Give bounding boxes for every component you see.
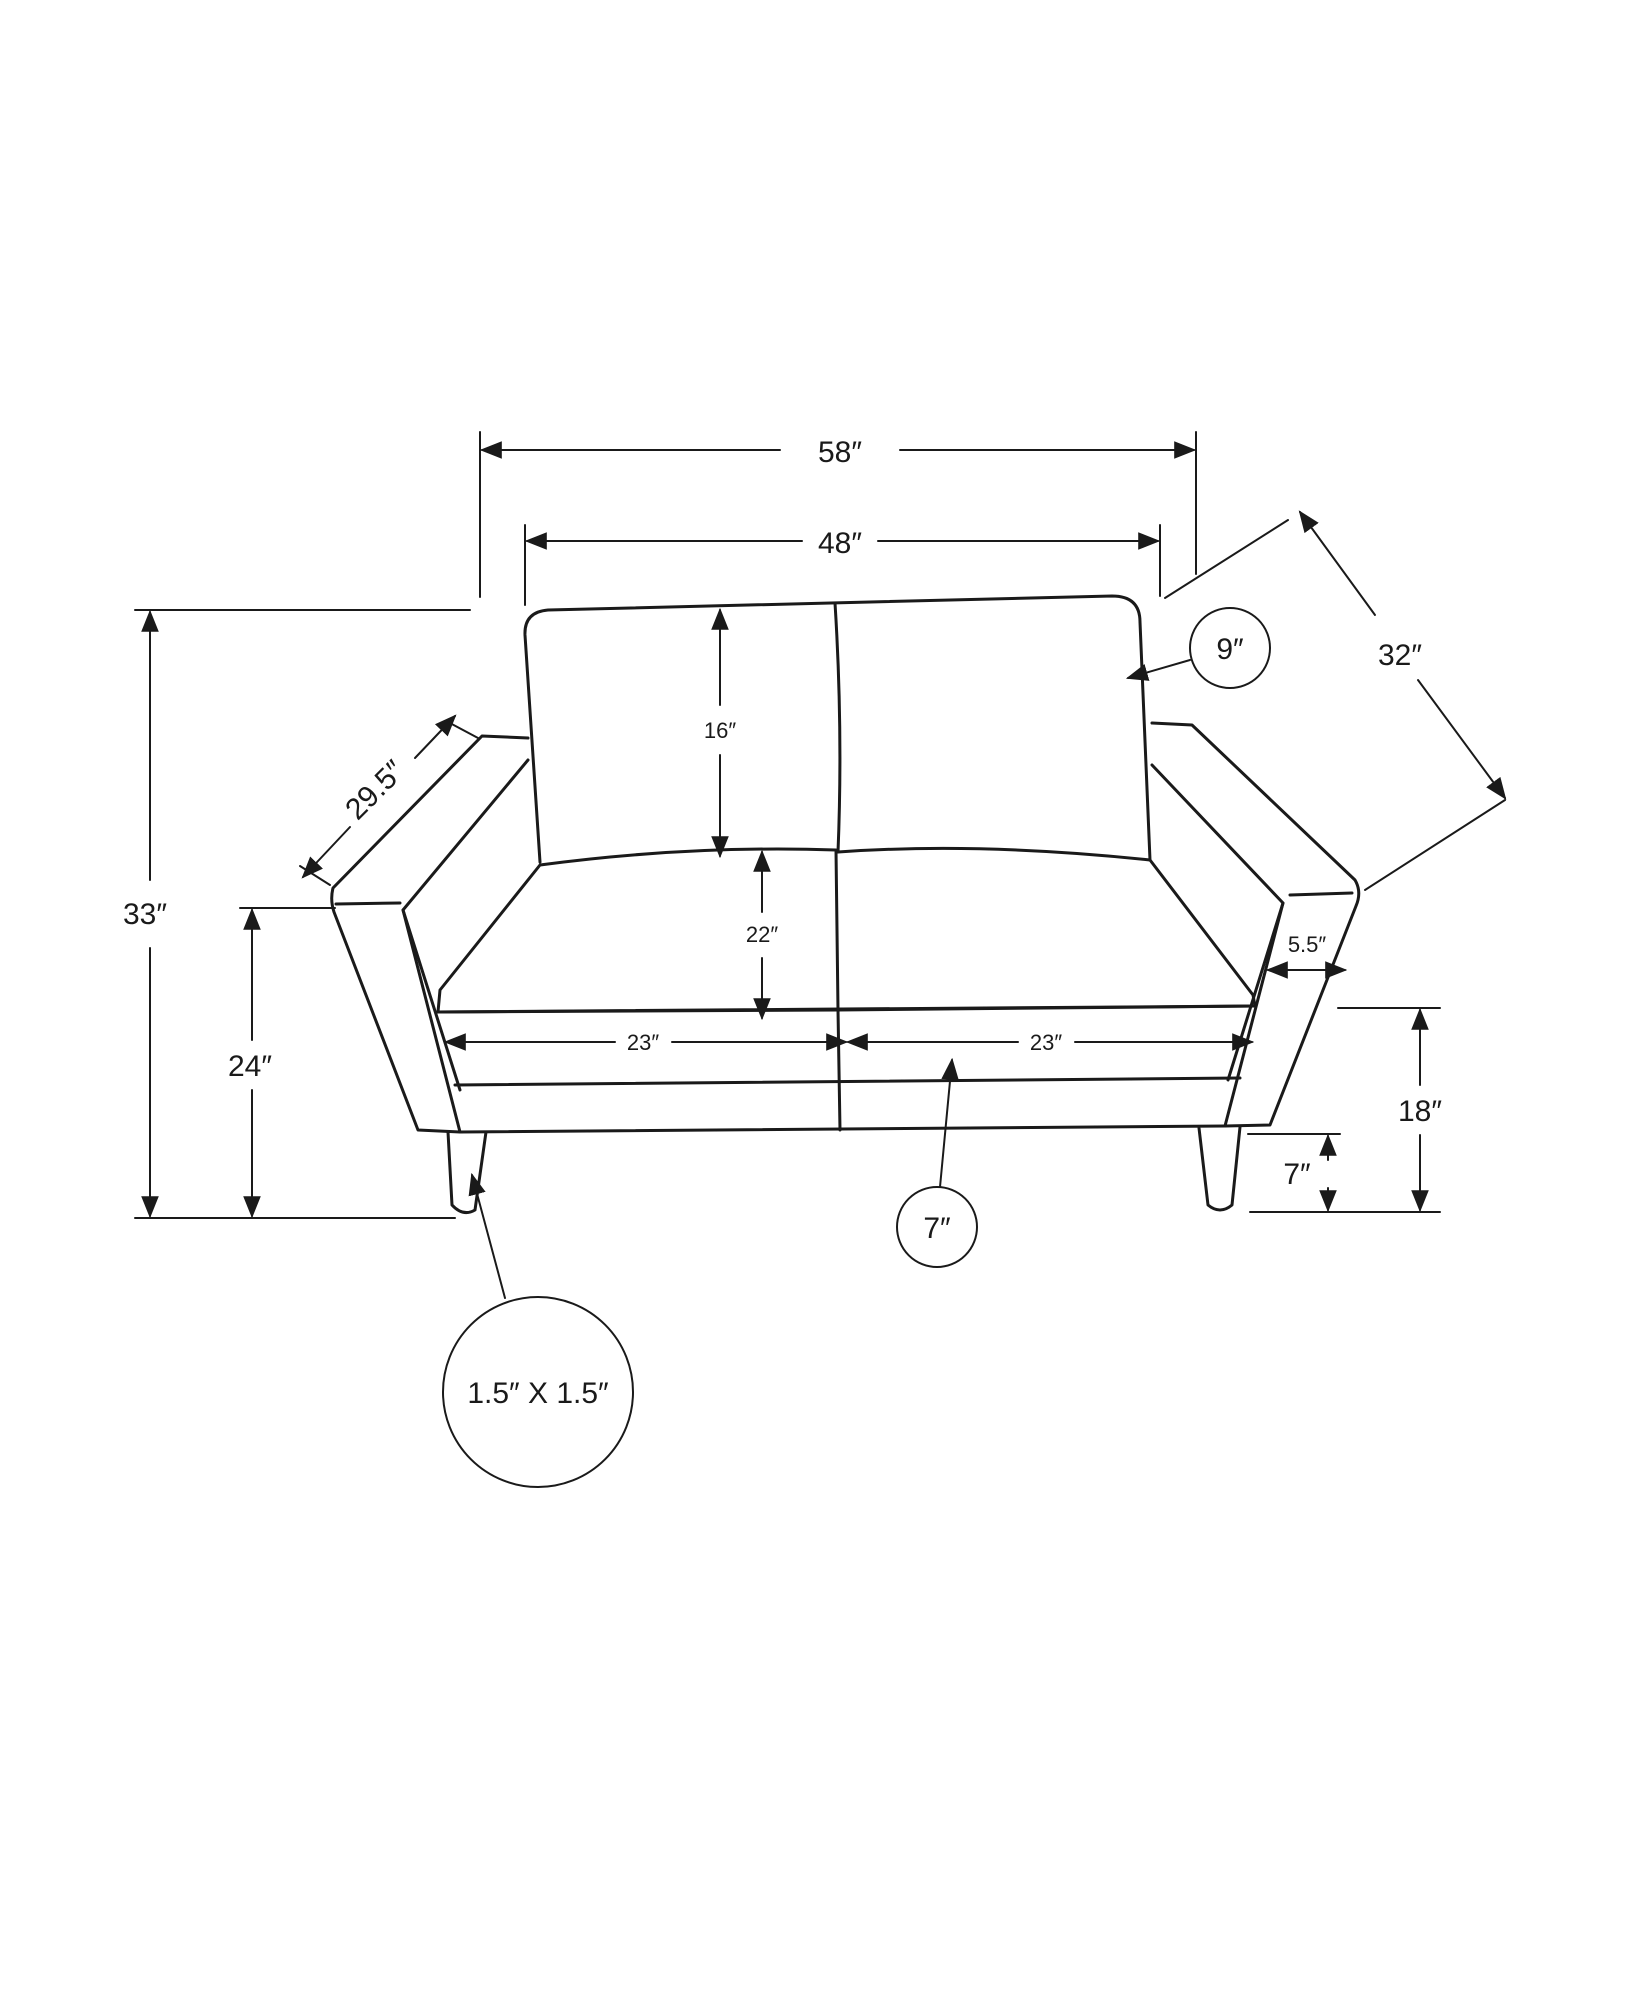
label-cushion-thickness: 7″ <box>923 1212 951 1245</box>
label-seat-height: 18″ <box>1398 1095 1442 1128</box>
label-back-width: 48″ <box>818 527 862 560</box>
backrest-seam <box>833 601 842 854</box>
callout-leg-circle <box>442 1296 634 1488</box>
callouts <box>442 607 1271 1488</box>
callout-7-circle <box>896 1186 978 1268</box>
label-back-cushion-height: 16″ <box>704 718 736 743</box>
left-leg <box>446 1130 488 1215</box>
left-arm-top-edge <box>334 901 402 906</box>
right-arm-inner <box>1226 901 1285 1082</box>
base-bottom-line <box>458 1124 1227 1134</box>
callout-leg-arrow <box>468 1172 506 1299</box>
seat-cushion-right <box>836 846 1257 1012</box>
label-overall-depth: 32″ <box>1378 639 1422 672</box>
label-arm-width: 5.5″ <box>1288 932 1327 957</box>
labels: 58″ 48″ 32″ 9″ 29.5″ 33″ 24″ 16″ 22″ 23″… <box>123 436 1442 1410</box>
label-seat-width-right: 23″ <box>1030 1030 1062 1055</box>
base-top-line <box>453 1076 1242 1087</box>
callout-9-arrow <box>1125 659 1191 681</box>
right-arm <box>1150 721 1361 1128</box>
dim-29-ext-top <box>447 721 479 739</box>
label-overall-height: 33″ <box>123 898 167 931</box>
label-back-thickness: 9″ <box>1216 633 1244 666</box>
label-arm-depth: 29.5″ <box>339 754 411 826</box>
front-center-seam <box>836 1008 842 1132</box>
dim-32-upper <box>1298 510 1376 616</box>
label-seat-depth: 22″ <box>746 922 778 947</box>
label-leg-height: 7″ <box>1283 1158 1311 1191</box>
dim-32-ext-top <box>1164 519 1289 599</box>
dim-29-upper <box>414 714 457 759</box>
label-arm-height: 24″ <box>228 1050 272 1083</box>
sofa-outline <box>330 594 1361 1215</box>
backrest <box>523 594 1152 864</box>
dim-29-lower <box>301 826 351 879</box>
label-overall-width: 58″ <box>818 436 862 469</box>
callout-7-arrow <box>939 1057 959 1188</box>
label-leg-size: 1.5″ X 1.5″ <box>467 1377 609 1410</box>
callout-9-circle <box>1189 607 1271 689</box>
dimension-lines <box>134 431 1507 1219</box>
left-arm-inner <box>401 908 462 1092</box>
right-arm-top-edge <box>1288 891 1354 897</box>
dim-32-ext-bottom <box>1364 799 1506 891</box>
label-seat-width-left: 23″ <box>627 1030 659 1055</box>
dim-32-lower <box>1417 679 1507 800</box>
right-leg <box>1197 1125 1242 1212</box>
cushion-front-top <box>436 1004 1257 1014</box>
left-arm <box>330 734 530 1134</box>
